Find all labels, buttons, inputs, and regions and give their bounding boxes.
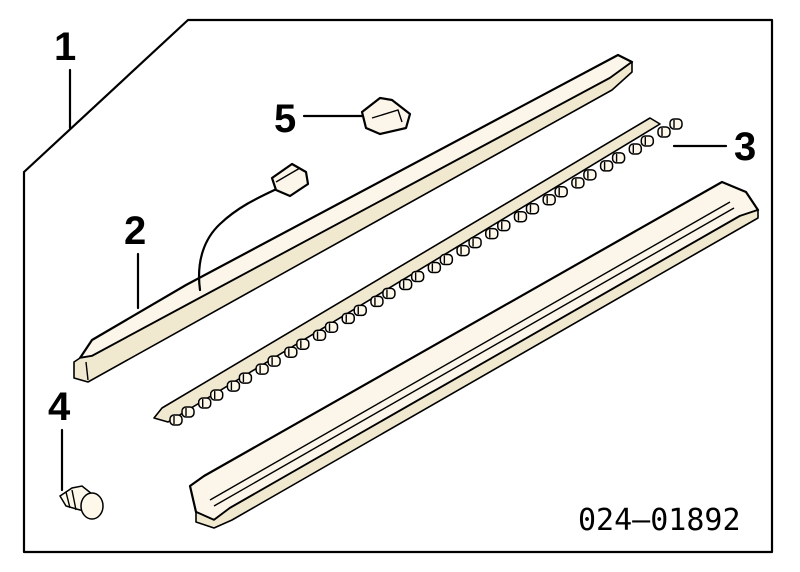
part-2-housing <box>73 53 634 383</box>
led-pair <box>197 389 224 409</box>
led-pair <box>255 355 281 375</box>
led-pair <box>226 372 253 392</box>
led-pair <box>513 202 540 223</box>
led-bulb <box>439 253 454 266</box>
led-pair <box>485 219 511 240</box>
callout-5: 5 <box>274 97 296 141</box>
led-bulb <box>599 160 614 172</box>
led-bulb <box>456 244 470 257</box>
callout-1: 1 <box>54 25 76 69</box>
led-bulb <box>410 270 425 283</box>
led-bulb <box>312 329 327 342</box>
led-bulb <box>382 287 396 300</box>
part-5-clip <box>360 96 412 136</box>
callout-2: 2 <box>124 209 146 253</box>
led-bulb <box>542 194 556 206</box>
led-bulb <box>353 304 367 317</box>
led-bulb <box>583 169 597 181</box>
led-pair <box>312 321 339 342</box>
callout-4: 4 <box>48 385 71 429</box>
led-bulb <box>341 312 355 325</box>
led-bulb <box>427 261 442 274</box>
led-bulb <box>226 380 241 392</box>
led-pair <box>542 186 568 206</box>
led-pair <box>341 304 367 325</box>
led-bulb <box>571 177 585 189</box>
led-pair <box>398 270 425 291</box>
led-bulb <box>525 202 540 215</box>
led-bulb <box>238 372 253 384</box>
led-bulb <box>497 219 511 232</box>
led-bulb <box>370 295 384 308</box>
led-pair <box>284 338 310 358</box>
led-bulb <box>255 363 269 375</box>
led-bulb <box>628 143 643 155</box>
led-bulb <box>513 210 528 223</box>
led-bulb <box>669 118 683 130</box>
diagram-number: 024–01892 <box>578 503 741 538</box>
led-row <box>169 118 683 426</box>
led-bulb <box>197 397 212 409</box>
led-bulb <box>181 406 195 418</box>
diagram-frame <box>22 18 774 554</box>
led-pair <box>571 169 597 189</box>
led-bulb <box>640 135 655 147</box>
led-bulb <box>169 414 183 426</box>
callout-3: 3 <box>734 125 756 169</box>
led-bulb <box>468 236 482 249</box>
led-pair <box>370 287 396 308</box>
led-bulb <box>324 321 339 334</box>
led-pair <box>427 253 454 274</box>
part-2-cable <box>198 162 310 292</box>
led-bulb <box>554 186 568 198</box>
led-pair <box>657 118 683 138</box>
led-bulb <box>267 355 281 367</box>
led-bulb <box>209 389 224 401</box>
led-bulb <box>485 227 499 240</box>
part-4-bulb <box>58 485 104 520</box>
led-bulb <box>296 338 310 350</box>
led-pair <box>628 135 655 155</box>
led-pair <box>599 152 626 172</box>
part-3-led-strip <box>153 117 683 426</box>
led-pair <box>456 236 482 257</box>
lens-cover <box>188 180 760 529</box>
led-bulb <box>657 126 671 138</box>
led-bulb <box>284 346 298 358</box>
led-bulb <box>611 152 626 164</box>
led-pair <box>169 406 195 426</box>
led-bulb <box>398 278 413 291</box>
